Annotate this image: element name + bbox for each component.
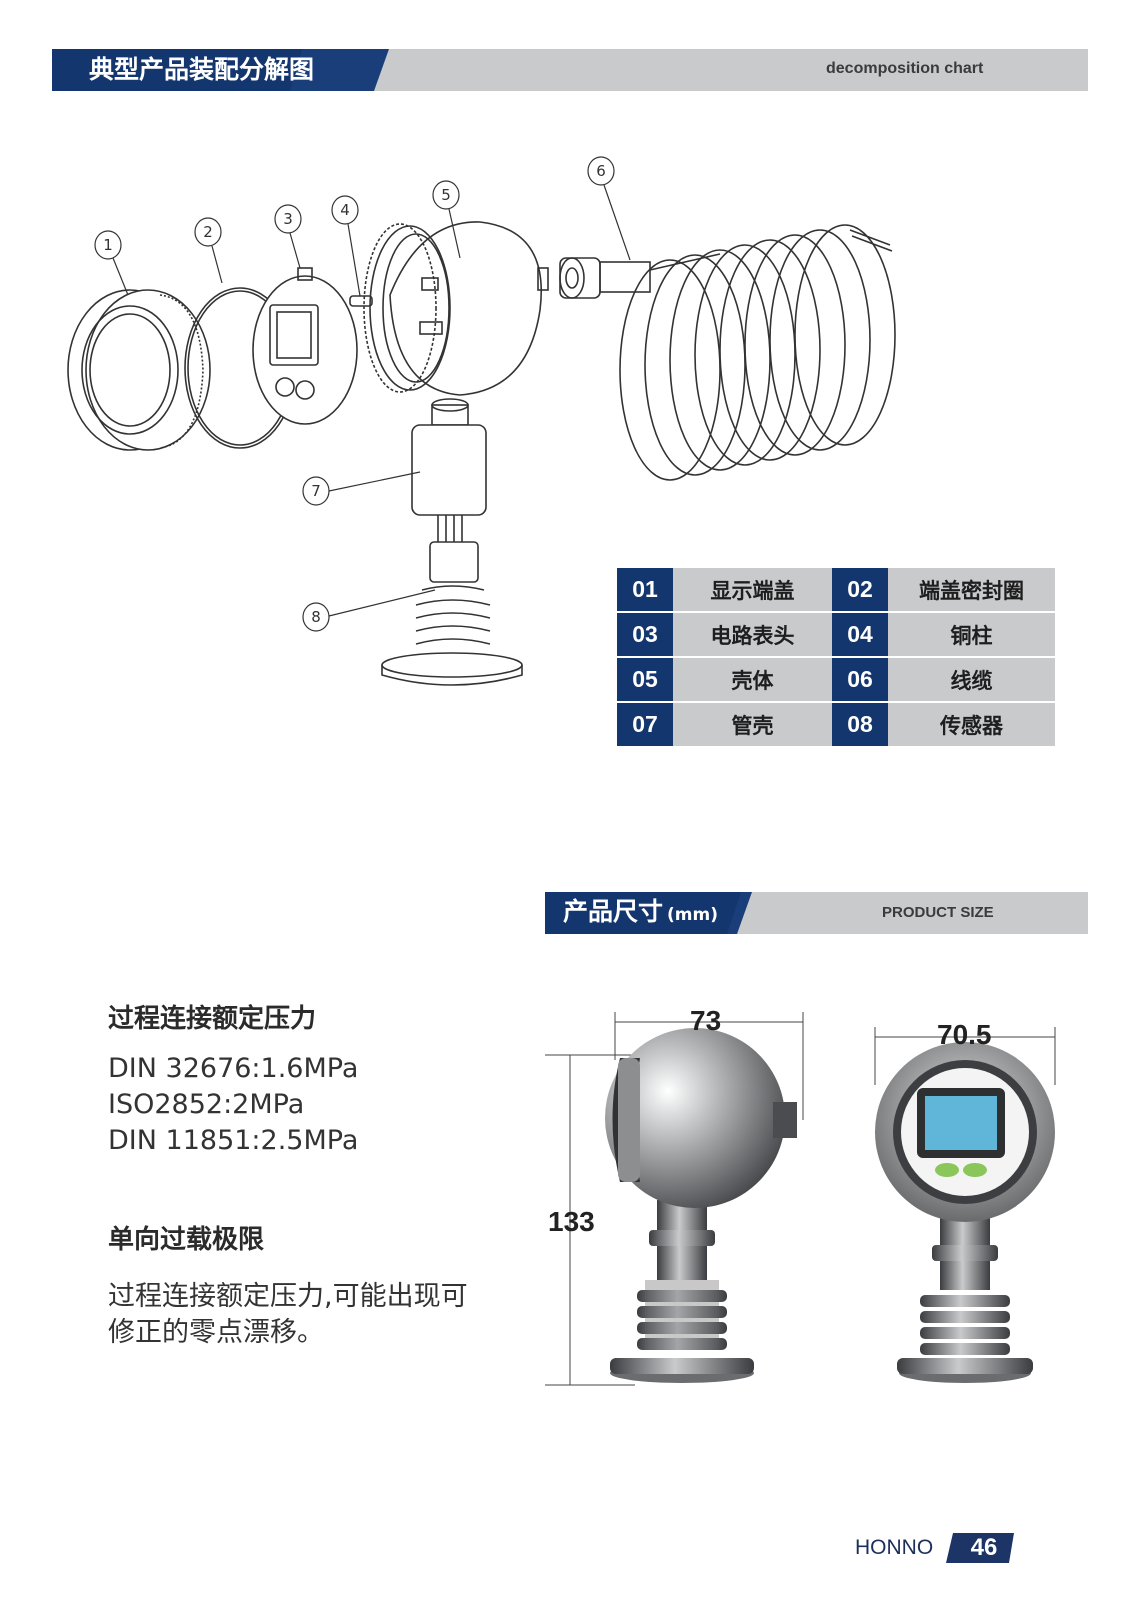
callout-7: 7 xyxy=(311,482,321,500)
product-size-drawing xyxy=(545,1012,1056,1386)
part-name: 电路表头 xyxy=(673,613,832,656)
part-number: 07 xyxy=(617,703,673,746)
display-cover-drawing xyxy=(67,289,211,451)
part-name: 管壳 xyxy=(673,703,832,746)
parts-row: 01 显示端盖 02 端盖密封圈 xyxy=(617,568,1055,611)
housing-drawing xyxy=(363,221,549,396)
section-title-cn: 典型产品装配分解图 xyxy=(89,55,315,84)
callout-5: 5 xyxy=(441,186,451,204)
callout-2: 2 xyxy=(203,223,213,241)
parts-row: 03 电路表头 04 铜柱 xyxy=(617,613,1055,656)
part-name: 传感器 xyxy=(888,703,1055,746)
size-title-cn: 产品尺寸 xyxy=(563,897,664,926)
overload-heading: 单向过载极限 xyxy=(108,1225,265,1255)
part-name: 壳体 xyxy=(673,658,832,701)
part-name: 铜柱 xyxy=(888,613,1055,656)
page-number: 46 xyxy=(970,1534,998,1561)
callout-8: 8 xyxy=(311,608,321,626)
section-header-accent xyxy=(52,49,389,91)
parts-row: 07 管壳 08 传感器 xyxy=(617,703,1055,746)
sensor-drawing xyxy=(381,541,523,686)
part-number: 06 xyxy=(832,658,888,701)
exploded-assembly-diagram: 1 2 3 4 5 6 7 8 xyxy=(67,156,896,686)
pressure-line: ISO2852:2MPa xyxy=(108,1089,305,1120)
part-number: 05 xyxy=(617,658,673,701)
circuit-board-drawing xyxy=(252,267,358,425)
section-title-en: decomposition chart xyxy=(826,60,984,77)
size-title: 产品尺寸(mm) xyxy=(563,896,718,931)
parts-table: 01 显示端盖 02 端盖密封圈 03 电路表头 04 铜柱 05 壳体 06 … xyxy=(617,568,1055,748)
part-number: 01 xyxy=(617,568,673,611)
pressure-heading: 过程连接额定压力 xyxy=(108,1004,317,1034)
front-view-drawing xyxy=(875,1042,1055,1383)
cable-coil-drawing xyxy=(559,224,896,481)
callout-3: 3 xyxy=(283,210,293,228)
part-number: 08 xyxy=(832,703,888,746)
part-name: 显示端盖 xyxy=(673,568,832,611)
part-number: 02 xyxy=(832,568,888,611)
overload-line: 修正的零点漂移。 xyxy=(108,1317,324,1348)
pressure-line: DIN 11851:2.5MPa xyxy=(108,1125,359,1156)
dimension-height: 133 xyxy=(548,1206,595,1237)
dimension-width-side: 73 xyxy=(690,1005,722,1036)
dimension-width-front: 70.5 xyxy=(937,1019,992,1050)
copper-pillar-drawing xyxy=(349,295,373,307)
callout-6: 6 xyxy=(596,162,606,180)
tube-shell-drawing xyxy=(411,398,487,542)
part-number: 03 xyxy=(617,613,673,656)
part-number: 04 xyxy=(832,613,888,656)
footer-brand: HONNO xyxy=(855,1536,934,1559)
pressure-line: DIN 32676:1.6MPa xyxy=(108,1053,359,1084)
parts-row: 05 壳体 06 线缆 xyxy=(617,658,1055,701)
size-title-en: PRODUCT SIZE xyxy=(882,904,994,921)
size-header-accent xyxy=(545,892,752,934)
size-title-unit: (mm) xyxy=(667,905,718,925)
page-number-badge-shape xyxy=(946,1533,1014,1563)
side-view-drawing xyxy=(605,1028,797,1383)
callout-1: 1 xyxy=(103,236,113,254)
overload-line: 过程连接额定压力,可能出现可 xyxy=(108,1281,468,1312)
part-name: 线缆 xyxy=(888,658,1055,701)
part-name: 端盖密封圈 xyxy=(888,568,1055,611)
callout-4: 4 xyxy=(340,201,350,219)
